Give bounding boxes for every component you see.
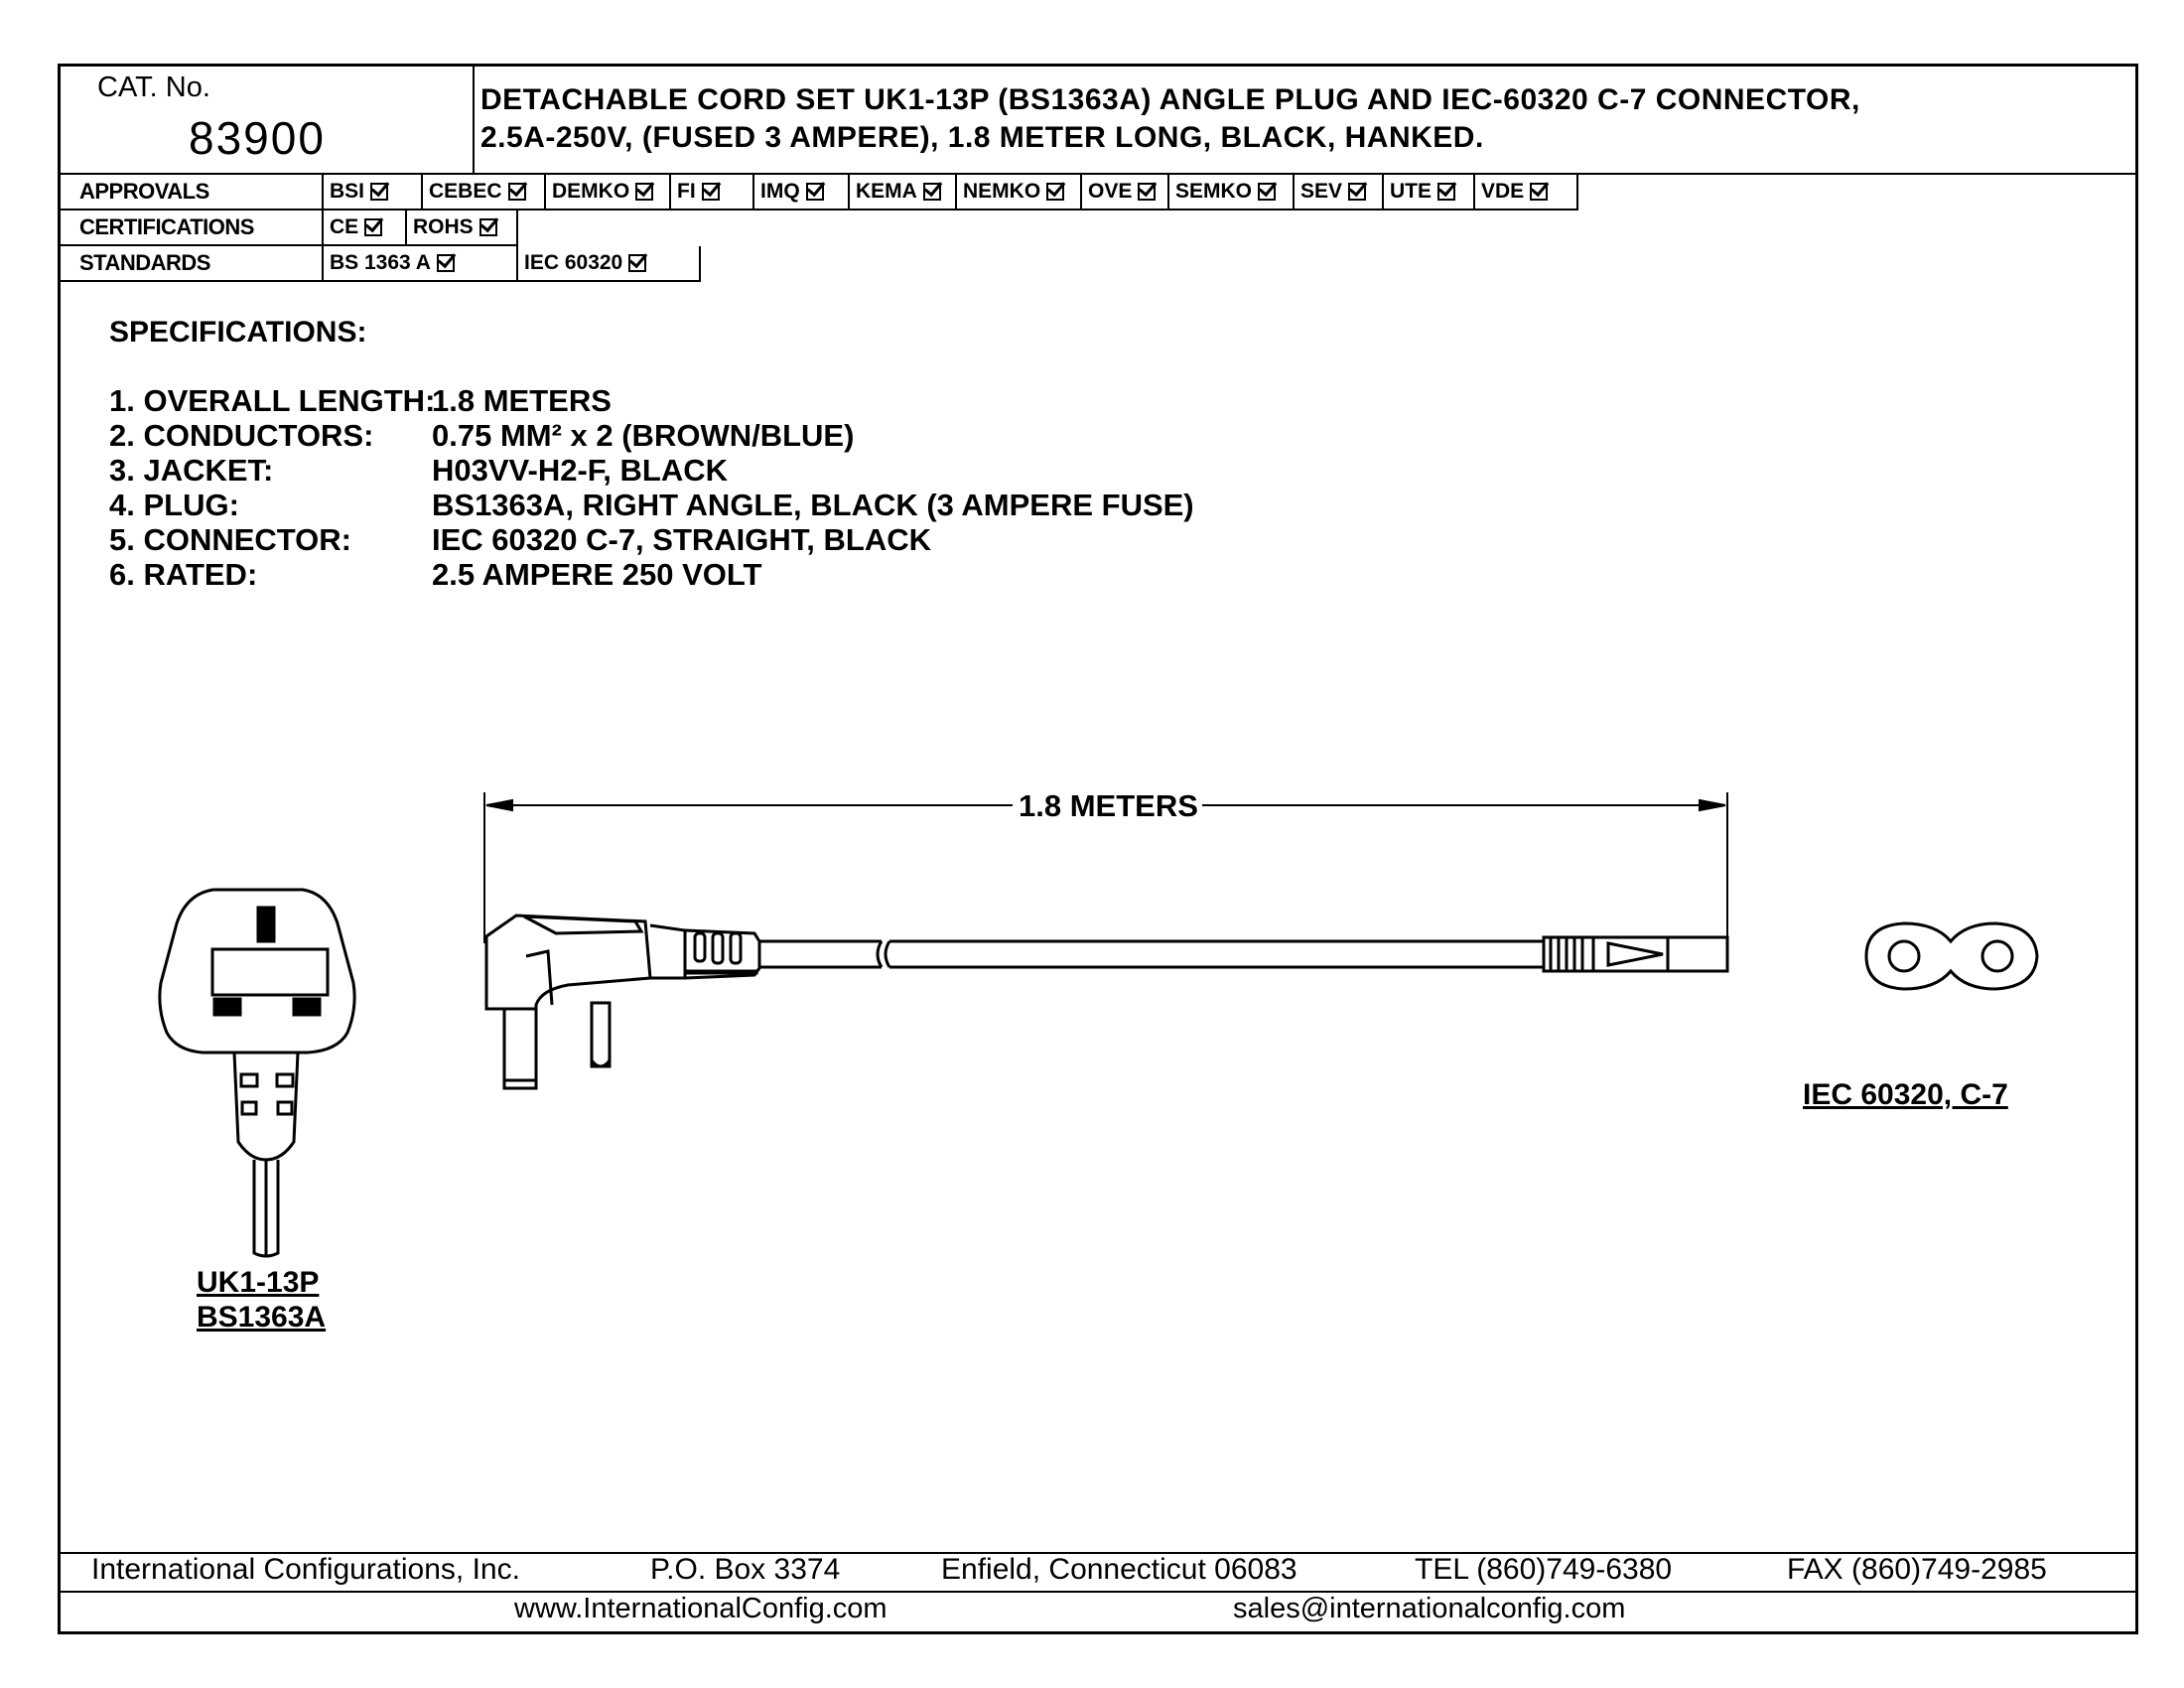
checkbox-checked-icon xyxy=(1348,183,1367,201)
certifications-cell: ROHS xyxy=(407,211,518,244)
standards-bottom-line xyxy=(60,280,701,282)
approvals-cell: KEMA xyxy=(850,175,957,209)
approvals-cell: NEMKO xyxy=(957,175,1082,209)
checkbox-checked-icon xyxy=(507,183,526,201)
footer-top-line xyxy=(60,1552,2136,1554)
spec-label: 5. CONNECTOR: xyxy=(109,522,352,557)
checkbox-checked-icon xyxy=(1437,183,1455,201)
standards-cell-label: IEC 60320 xyxy=(524,251,623,274)
approvals-cell-label: BSI xyxy=(330,180,365,203)
spec-value: H03VV-H2-F, BLACK xyxy=(432,453,728,488)
footer-company: International Configurations, Inc. xyxy=(91,1553,520,1586)
checkbox-checked-icon xyxy=(635,183,654,201)
approvals-cell: FI xyxy=(671,175,754,209)
approvals-cell-label: OVE xyxy=(1088,180,1133,203)
cat-number: 83900 xyxy=(189,112,326,164)
checkbox-checked-icon xyxy=(1138,183,1157,201)
footer-city: Enfield, Connecticut 06083 xyxy=(941,1553,1297,1586)
grid-label-divider xyxy=(322,173,324,280)
specifications-heading: SPECIFICATIONS: xyxy=(109,316,367,349)
footer-tel: TEL (860)749-6380 xyxy=(1415,1553,1673,1586)
footer-fax: FAX (860)749-2985 xyxy=(1787,1553,2047,1586)
c7-connector-side-view xyxy=(1542,935,1729,973)
approvals-cell: SEV xyxy=(1295,175,1384,209)
approvals-cell-label: IMQ xyxy=(760,180,800,203)
approvals-cell: UTE xyxy=(1384,175,1475,209)
footer-website[interactable]: www.InternationalConfig.com xyxy=(514,1593,887,1624)
approvals-cell-label: CEBEC xyxy=(429,180,502,203)
dimension-label: 1.8 METERS xyxy=(1015,788,1202,824)
title-divider xyxy=(473,66,475,173)
uk-plug-front-view xyxy=(158,888,356,1258)
approvals-cell: CEBEC xyxy=(423,175,546,209)
checkbox-checked-icon xyxy=(805,183,824,201)
approvals-cell-label: KEMA xyxy=(856,180,917,203)
checkbox-checked-icon xyxy=(1530,183,1549,201)
certifications-label: CERTIFICATIONS xyxy=(79,214,254,239)
certifications-cell-label: CE xyxy=(330,215,359,238)
approvals-cell: DEMKO xyxy=(546,175,671,209)
footer-po-box: P.O. Box 3374 xyxy=(650,1553,841,1586)
spec-value: 0.75 MM² x 2 (BROWN/BLUE) xyxy=(432,418,855,453)
spec-value: IEC 60320 C-7, STRAIGHT, BLACK xyxy=(432,522,931,557)
spec-label: 2. CONDUCTORS: xyxy=(109,418,374,453)
approvals-cell-label: VDE xyxy=(1481,180,1525,203)
standards-cell-label: BS 1363 A xyxy=(330,251,431,274)
approvals-bottom-line xyxy=(60,209,1578,211)
spec-label: 4. PLUG: xyxy=(109,488,239,522)
checkbox-checked-icon xyxy=(701,183,720,201)
product-title: DETACHABLE CORD SET UK1-13P (BS1363A) AN… xyxy=(480,81,1860,157)
certifications-cell: CE xyxy=(324,211,407,244)
spec-value: BS1363A, RIGHT ANGLE, BLACK (3 AMPERE FU… xyxy=(432,488,1194,522)
approvals-cell: SEMKO xyxy=(1169,175,1295,209)
approvals-cell-label: SEV xyxy=(1300,180,1343,203)
spec-value: 1.8 METERS xyxy=(432,383,612,418)
standards-label: STANDARDS xyxy=(79,250,210,275)
approvals-cell: BSI xyxy=(324,175,423,209)
spec-label: 3. JACKET: xyxy=(109,453,274,488)
c7-connector-front-view xyxy=(1864,921,2039,991)
spec-value: 2.5 AMPERE 250 VOLT xyxy=(432,557,762,592)
checkbox-checked-icon xyxy=(436,254,455,272)
footer-mid-line xyxy=(60,1591,2136,1593)
standards-cell: BS 1363 A xyxy=(324,246,518,280)
spec-label: 6. RATED: xyxy=(109,557,258,592)
checkbox-checked-icon xyxy=(1258,183,1277,201)
title-bottom-line xyxy=(60,173,2136,175)
dimension-line xyxy=(483,792,1728,943)
approvals-cell: IMQ xyxy=(754,175,850,209)
certifications-cell-label: ROHS xyxy=(413,215,474,238)
checkbox-checked-icon xyxy=(364,218,383,236)
drawing-frame xyxy=(58,64,2138,1634)
approvals-cell-label: DEMKO xyxy=(552,180,630,203)
checkbox-checked-icon xyxy=(478,218,497,236)
checkbox-checked-icon xyxy=(628,254,647,272)
checkbox-checked-icon xyxy=(922,183,941,201)
approvals-cell-label: NEMKO xyxy=(963,180,1041,203)
footer-email[interactable]: sales@internationalconfig.com xyxy=(1233,1593,1626,1624)
plug-caption-line-2: BS1363A xyxy=(197,1301,327,1334)
title-line-1: DETACHABLE CORD SET UK1-13P (BS1363A) AN… xyxy=(480,83,1860,116)
connector-caption: IEC 60320, C-7 xyxy=(1803,1078,2008,1111)
plug-caption-line-1: UK1-13P xyxy=(197,1266,320,1299)
cat-label: CAT. No. xyxy=(97,71,210,103)
approvals-cell-label: FI xyxy=(677,180,696,203)
title-line-2: 2.5A-250V, (FUSED 3 AMPERE), 1.8 METER L… xyxy=(480,121,1484,154)
approvals-label: APPROVALS xyxy=(79,179,209,204)
certifications-bottom-line xyxy=(60,244,518,246)
standards-cell: IEC 60320 xyxy=(518,246,701,280)
approvals-cell: OVE xyxy=(1082,175,1169,209)
checkbox-checked-icon xyxy=(370,183,389,201)
uk-plug-side-view xyxy=(484,914,1544,1090)
spec-label: 1. OVERALL LENGTH: xyxy=(109,383,436,418)
approvals-cell-label: SEMKO xyxy=(1175,180,1253,203)
approvals-cell-label: UTE xyxy=(1390,180,1432,203)
checkbox-checked-icon xyxy=(1046,183,1065,201)
approvals-cell: VDE xyxy=(1475,175,1578,209)
